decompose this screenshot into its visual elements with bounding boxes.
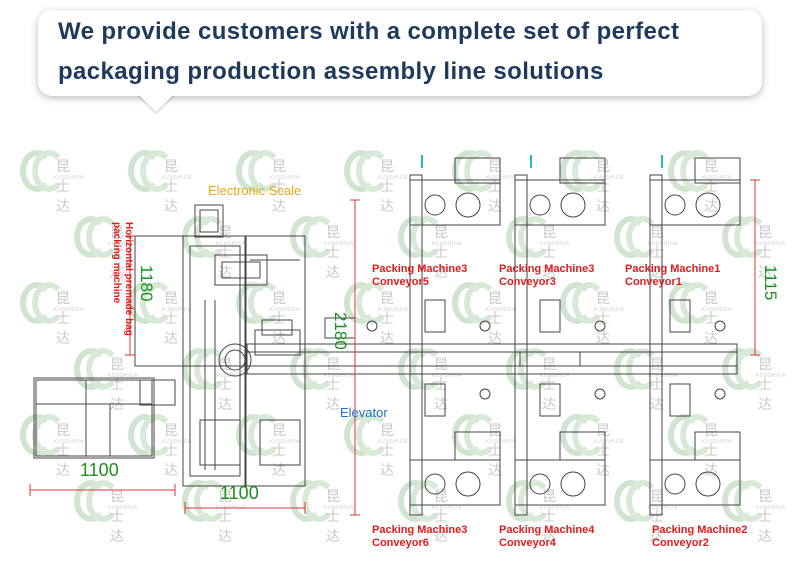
headline-bubble	[38, 10, 762, 96]
dimension-1180: 1180	[137, 265, 156, 302]
bottom-machines	[409, 431, 741, 506]
bottom-conveyor-3-label: Conveyor2	[652, 537, 709, 549]
bottom-machine-2-label: Packing Machine4	[499, 524, 595, 536]
left-storage-boxes	[33, 377, 155, 459]
top-conveyor-3-label: Conveyor1	[625, 276, 682, 288]
top-machine-1-label: Packing Machine3	[372, 263, 468, 275]
top-machines	[409, 157, 741, 226]
bottom-conveyor-2-label: Conveyor4	[499, 537, 556, 549]
electronic-scale-label: Electronic Scale	[208, 183, 302, 198]
dimension-1115: 1115	[761, 265, 780, 301]
dimension-1100-bottom: 1100	[220, 483, 259, 503]
top-conveyor-2-label: Conveyor3	[499, 276, 556, 288]
indicator-ticks	[421, 155, 663, 168]
top-conveyor-1-label: Conveyor5	[372, 276, 429, 288]
horizontal-machine-label: Horizontal premade bag packing machine	[111, 222, 134, 336]
station-columns	[366, 174, 726, 516]
dimension-1100-left: 1100	[80, 460, 119, 480]
horizontal-packing-machine	[134, 204, 306, 487]
bottom-machine-1-label: Packing Machine3	[372, 524, 468, 536]
top-machine-2-label: Packing Machine3	[499, 263, 595, 275]
main-conveyor	[246, 317, 738, 375]
dimension-2180: 2180	[331, 312, 350, 350]
dimension-lines	[29, 179, 760, 516]
bottom-machine-3-label: Packing Machine2	[652, 524, 748, 536]
bottom-conveyor-1-label: Conveyor6	[372, 537, 429, 549]
top-machine-3-label: Packing Machine1	[625, 263, 721, 275]
bubble-tail	[138, 94, 174, 112]
headline-line-1: We provide customers with a complete set…	[58, 18, 680, 45]
headline-line-2: packaging production assembly line solut…	[58, 58, 604, 85]
elevator-label: Elevator	[340, 405, 388, 420]
